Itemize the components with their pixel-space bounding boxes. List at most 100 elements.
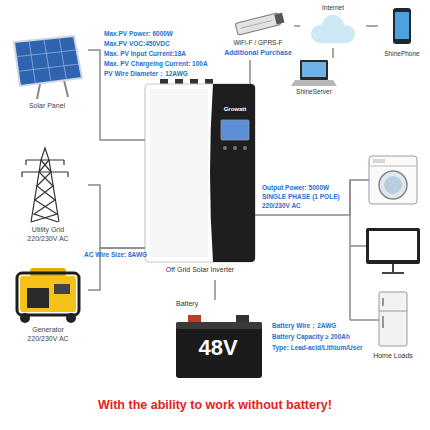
utility-grid: Utility Grid220/230V AC	[8, 146, 88, 246]
generator-art	[66, 313, 76, 323]
washing-machine-art	[369, 166, 417, 167]
wire-connector	[249, 60, 251, 84]
monitor-art	[369, 231, 417, 260]
spec-text: Max. PV Input Current:18A	[104, 50, 186, 58]
generator-art	[27, 288, 49, 308]
generator: Generator220/230V AC	[8, 262, 88, 346]
inverter-art	[223, 146, 227, 150]
wire-connector	[255, 180, 362, 215]
spec-text: Max.PV Power: 6000W	[104, 30, 173, 38]
wifi-module: WiFi-F / GPRS-F Additional Purchase	[222, 10, 294, 60]
wifi-module-art	[274, 13, 284, 25]
pylon-art	[31, 160, 57, 222]
phone-art	[393, 8, 411, 44]
node-text: Home Loads	[362, 352, 424, 361]
cloud-art	[311, 15, 355, 43]
monitor-art	[366, 228, 420, 264]
wifi-module-art	[235, 12, 284, 35]
battery: Battery 48V	[172, 300, 264, 380]
fridge-art	[382, 316, 384, 328]
spec-text: SINGLE PHASE (1 POLE)	[262, 193, 340, 201]
pylon-art	[22, 148, 68, 222]
spec-text: Type: Lead-acid/Lithium/User	[272, 344, 363, 352]
laptop-art	[300, 60, 328, 80]
pylon-art	[31, 148, 59, 222]
fridge-art	[379, 292, 407, 346]
inverter-art	[233, 146, 237, 150]
node-text: Solar Panel	[6, 102, 88, 111]
washing-machine-art	[384, 176, 402, 194]
phone-art	[393, 8, 411, 44]
spec-text: Output Power: 5000W	[262, 184, 329, 192]
laptop-art	[291, 80, 337, 86]
spec-text: PV Wire Diameter：12AWG	[104, 70, 188, 78]
solar-panel-art	[44, 39, 51, 82]
node-text: WiFi-F / GPRS-F	[222, 39, 294, 47]
inverter-art	[243, 146, 247, 150]
solar-panel-art	[37, 84, 40, 99]
pylon-art	[25, 160, 26, 165]
solar-panel-art	[16, 38, 79, 85]
battery-art	[236, 315, 249, 323]
generator-art	[17, 273, 79, 315]
fridge-art	[379, 292, 407, 346]
generator-art	[54, 284, 70, 294]
laptop-art	[302, 62, 326, 77]
laptop-art	[291, 60, 337, 86]
monitor-art	[382, 272, 404, 274]
node-text: Additional Purchase	[222, 49, 294, 58]
phone-art	[395, 12, 409, 39]
node-text: Battery	[176, 300, 236, 309]
inverter-art	[145, 84, 255, 262]
solar-panel-art	[16, 50, 77, 57]
caption-text: With the ability to work without battery…	[0, 398, 430, 414]
spec-text: Battery Capacity ≥ 200Ah	[272, 333, 350, 341]
generator-art	[17, 268, 79, 323]
solar-panel-art	[64, 80, 68, 97]
washing-machine-art	[379, 171, 407, 199]
home-loads: Home Loads	[362, 150, 424, 364]
spec-text: AC Wire Size: 8AWG	[84, 251, 147, 259]
spec-text: 220/230V AC	[262, 202, 301, 210]
solar-panel-art	[29, 41, 36, 85]
cloud-node: Internet	[300, 4, 366, 48]
solar-panel-art	[59, 38, 67, 81]
node-text: Growatt	[215, 106, 255, 114]
solar-panel: Solar Panel	[6, 30, 88, 114]
wire-connector	[294, 25, 300, 27]
pylon-art	[26, 159, 64, 160]
server-node: ShineServer	[286, 58, 342, 100]
pylon-art	[21, 172, 22, 177]
wire-connector	[366, 25, 378, 27]
node-text: Utility Grid	[8, 226, 88, 235]
wifi-module-art	[241, 21, 272, 29]
load-bus-wire	[362, 179, 369, 181]
monitor-art	[392, 264, 394, 272]
wire-connector	[332, 48, 334, 58]
inverter-art	[150, 89, 208, 257]
solar-panel-art	[18, 64, 79, 71]
pylon-art	[63, 160, 64, 165]
load-bus-wire	[350, 319, 379, 321]
phone-node: ShinePhone	[378, 4, 426, 62]
inverter-box: GrowattOff Grid Solar Inverter	[145, 84, 255, 280]
node-text: Off Grid Solar Inverter	[145, 266, 255, 275]
node-text: ShineServer	[286, 88, 342, 96]
solar-panel-art	[14, 36, 82, 86]
monitor-art	[366, 228, 420, 273]
washing-machine-art	[373, 159, 385, 163]
inverter-art	[145, 79, 255, 262]
fridge-art	[379, 311, 407, 312]
generator-art	[20, 313, 30, 323]
load-bus-wire	[350, 245, 366, 247]
node-text: ShinePhone	[378, 50, 426, 58]
wifi-module-art	[235, 13, 281, 35]
node-text: Generator	[8, 326, 88, 335]
pylon-art	[22, 171, 68, 172]
spec-text: Battery Wire：2AWG	[272, 322, 336, 330]
generator-art	[20, 276, 76, 312]
node-text: 48V	[172, 334, 264, 362]
wire-connector	[214, 280, 216, 300]
